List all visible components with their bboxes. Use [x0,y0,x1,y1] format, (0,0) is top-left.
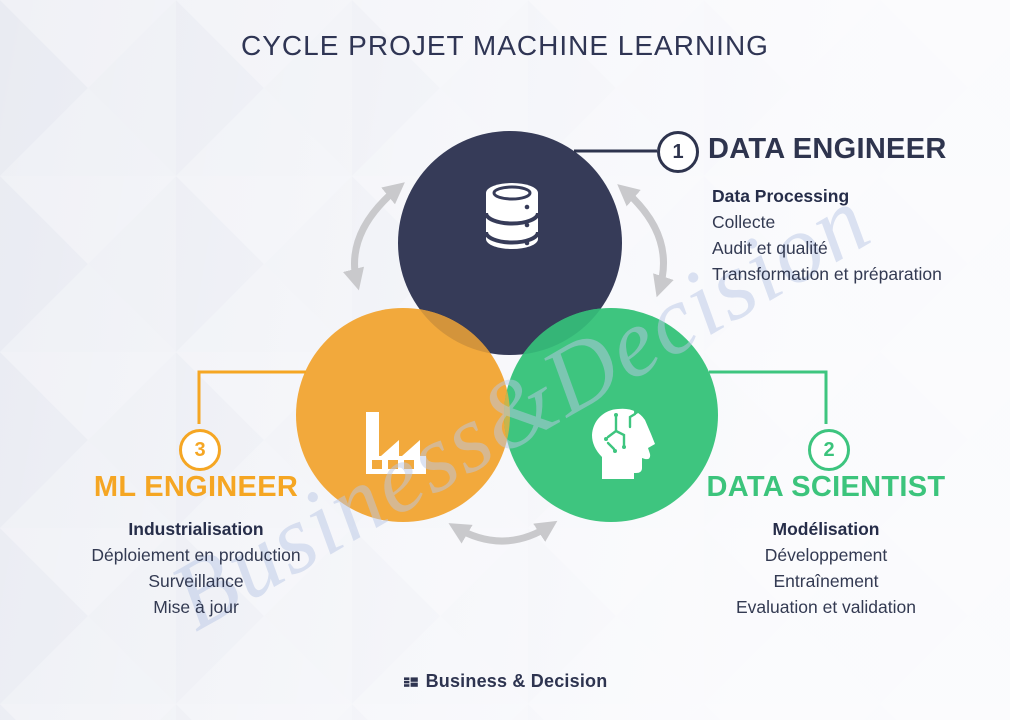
business-decision-logo-icon [403,676,418,687]
ml-engineer-callout-line [197,370,306,424]
data-scientist-callout-line [709,370,828,424]
ml-engineer-item: Déploiement en production [91,545,301,565]
data-engineer-item: Audit et qualité [712,238,828,258]
data-engineer-title: DATA ENGINEER [708,133,947,165]
data-scientist-details: Modélisation Développement Entraînement … [676,516,976,620]
ml-engineer-details: Industrialisation Déploiement en product… [46,516,346,620]
footer-logo: Business & Decision [0,671,1010,692]
cycle-arrow-right [617,184,674,298]
factory-icon [366,412,426,474]
data-engineer-item: Transformation et préparation [712,264,942,284]
data-engineer-details: Data Processing Collecte Audit et qualit… [712,183,942,287]
database-icon [484,183,540,249]
data-scientist-number-badge: 2 [808,429,850,471]
data-scientist-number: 2 [823,438,835,461]
ml-engineer-title: ML ENGINEER [93,471,299,503]
ml-engineer-circle [296,308,510,522]
ml-engineer-heading: Industrialisation [128,519,264,539]
footer-logo-text: Business & Decision [425,671,608,691]
data-engineer-number: 1 [672,140,684,163]
ml-engineer-number-badge: 3 [179,429,221,471]
data-scientist-title: DATA SCIENTIST [706,471,946,503]
data-engineer-item: Collecte [712,212,776,232]
ml-engineer-item: Mise à jour [153,597,239,617]
data-scientist-item: Développement [764,545,888,565]
brain-head-icon [592,408,655,479]
cycle-arrow-left [343,182,405,291]
ml-engineer-item: Surveillance [148,571,244,591]
ml-engineer-number: 3 [194,438,206,461]
data-engineer-heading: Data Processing [712,186,850,206]
data-scientist-heading: Modélisation [772,519,880,539]
data-scientist-item: Evaluation et validation [736,597,916,617]
cycle-arrow-bottom [448,520,558,545]
data-engineer-number-badge: 1 [657,131,699,173]
data-scientist-item: Entraînement [773,571,879,591]
page-title: CYCLE PROJET MACHINE LEARNING [241,30,769,61]
